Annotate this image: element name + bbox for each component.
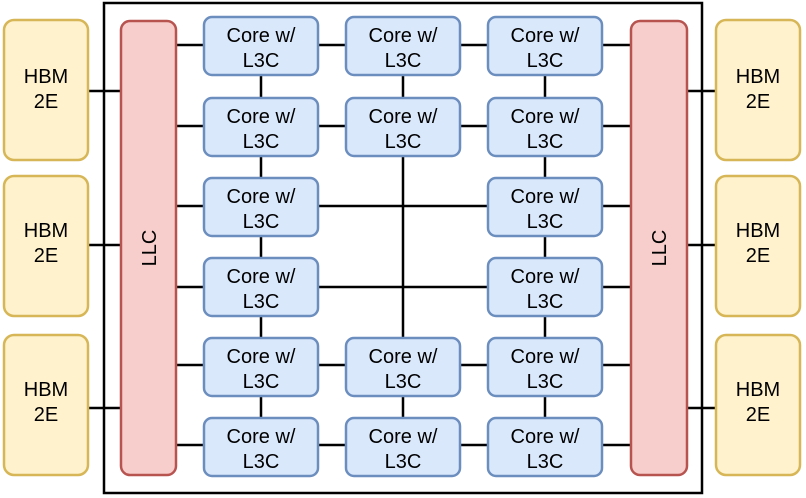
hbm-block: HBM 2E bbox=[2, 333, 90, 477]
core-label-line1: Core w/ bbox=[227, 426, 296, 448]
core-label-line1: Core w/ bbox=[369, 25, 438, 47]
core-label-line2: L3C bbox=[243, 451, 280, 473]
core-block: Core w/ L3C bbox=[202, 336, 320, 398]
hbm-label-line1: HBM bbox=[736, 66, 780, 88]
hbm-label-line2: 2E bbox=[34, 245, 58, 267]
hbm-block: HBM 2E bbox=[714, 174, 802, 318]
core-block: Core w/ L3C bbox=[486, 336, 604, 398]
core-block: Core w/ L3C bbox=[486, 15, 604, 77]
hbm-label-line2: 2E bbox=[746, 245, 770, 267]
core-label-line2: L3C bbox=[385, 131, 422, 153]
llc-block-right: LLC bbox=[629, 19, 689, 477]
core-block: Core w/ L3C bbox=[486, 256, 604, 318]
core-label-line1: Core w/ bbox=[369, 106, 438, 128]
hbm-label-line1: HBM bbox=[24, 379, 68, 401]
chip-boundary bbox=[102, 1, 704, 495]
core-block: Core w/ L3C bbox=[202, 256, 320, 318]
core-label-line2: L3C bbox=[527, 371, 564, 393]
hbm-label-line1: HBM bbox=[24, 220, 68, 242]
core-label-line2: L3C bbox=[243, 211, 280, 233]
core-block: Core w/ L3C bbox=[202, 176, 320, 238]
core-block: Core w/ L3C bbox=[344, 336, 462, 398]
hbm-block: HBM 2E bbox=[714, 333, 802, 477]
core-label-line1: Core w/ bbox=[369, 426, 438, 448]
core-label-line1: Core w/ bbox=[227, 25, 296, 47]
hbm-label-line2: 2E bbox=[746, 404, 770, 426]
core-label-line1: Core w/ bbox=[227, 106, 296, 128]
core-label-line2: L3C bbox=[527, 211, 564, 233]
core-label-line1: Core w/ bbox=[369, 346, 438, 368]
llc-label: LLC bbox=[649, 230, 671, 267]
hbm-block: HBM 2E bbox=[2, 174, 90, 318]
hbm-label-line2: 2E bbox=[746, 91, 770, 113]
core-label-line2: L3C bbox=[527, 131, 564, 153]
hbm-label-line2: 2E bbox=[34, 91, 58, 113]
core-block: Core w/ L3C bbox=[344, 15, 462, 77]
core-label-line2: L3C bbox=[385, 451, 422, 473]
core-block: Core w/ L3C bbox=[486, 176, 604, 238]
hbm-label-line1: HBM bbox=[736, 379, 780, 401]
llc-label: LLC bbox=[139, 230, 161, 267]
core-block: Core w/ L3C bbox=[202, 416, 320, 478]
hbm-label-line1: HBM bbox=[736, 220, 780, 242]
core-label-line1: Core w/ bbox=[227, 186, 296, 208]
core-label-line1: Core w/ bbox=[511, 186, 580, 208]
core-label-line1: Core w/ bbox=[511, 266, 580, 288]
core-label-line1: Core w/ bbox=[511, 25, 580, 47]
core-block: Core w/ L3C bbox=[486, 416, 604, 478]
llc-block-left: LLC bbox=[119, 19, 178, 477]
core-label-line1: Core w/ bbox=[511, 346, 580, 368]
core-label-line2: L3C bbox=[385, 371, 422, 393]
core-label-line2: L3C bbox=[243, 371, 280, 393]
core-label-line1: Core w/ bbox=[511, 426, 580, 448]
core-block: Core w/ L3C bbox=[486, 96, 604, 158]
core-block: Core w/ L3C bbox=[202, 96, 320, 158]
core-label-line1: Core w/ bbox=[227, 266, 296, 288]
core-label-line2: L3C bbox=[385, 50, 422, 72]
core-label-line2: L3C bbox=[527, 291, 564, 313]
core-label-line2: L3C bbox=[527, 50, 564, 72]
core-label-line2: L3C bbox=[243, 291, 280, 313]
hbm-block: HBM 2E bbox=[2, 18, 90, 162]
core-label-line2: L3C bbox=[527, 451, 564, 473]
core-label-line2: L3C bbox=[243, 50, 280, 72]
core-block: Core w/ L3C bbox=[344, 96, 462, 158]
core-block: Core w/ L3C bbox=[202, 15, 320, 77]
core-label-line2: L3C bbox=[243, 131, 280, 153]
hbm-label-line2: 2E bbox=[34, 404, 58, 426]
core-label-line1: Core w/ bbox=[511, 106, 580, 128]
core-block: Core w/ L3C bbox=[344, 416, 462, 478]
hbm-label-line1: HBM bbox=[24, 66, 68, 88]
core-label-line1: Core w/ bbox=[227, 346, 296, 368]
hbm-block: HBM 2E bbox=[714, 18, 802, 162]
